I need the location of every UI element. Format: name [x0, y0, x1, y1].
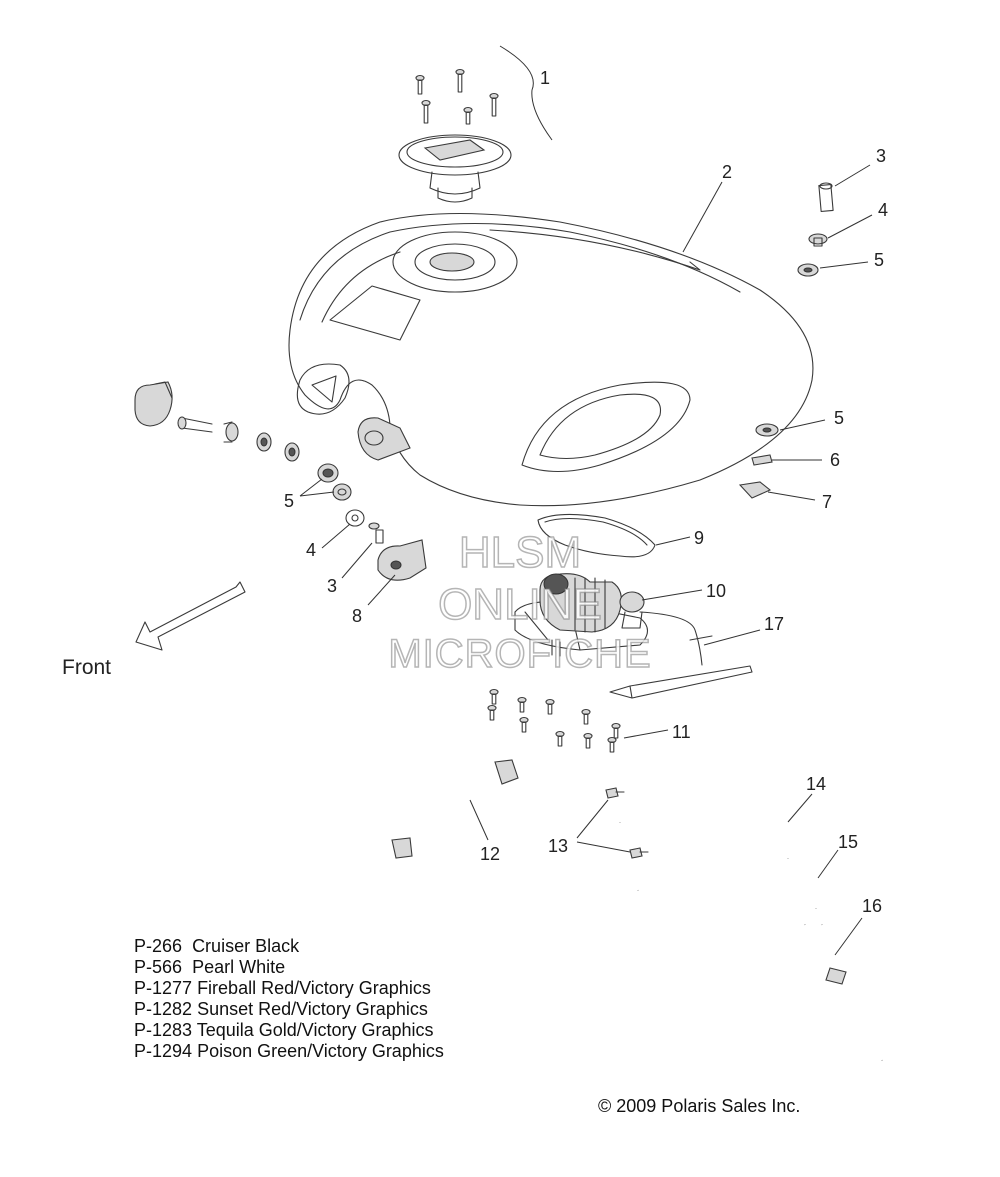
callout-6: 6 [830, 450, 840, 470]
callout-10: 10 [706, 581, 726, 601]
legend-code: P-1283 [134, 1020, 193, 1040]
callout-11: 11 [672, 722, 691, 742]
callout-7: 7 [822, 492, 832, 512]
legend-name: Fireball Red/Victory Graphics [197, 978, 431, 998]
callout-8: 8 [352, 606, 362, 626]
copyright-notice: © 2009 Polaris Sales Inc. [598, 1096, 801, 1116]
callout-4: 4 [306, 540, 316, 560]
watermark-line-2: ONLINE [437, 579, 602, 630]
callout-12: 12 [480, 844, 500, 864]
legend-name: Pearl White [192, 957, 286, 977]
vent-fittings[interactable] [576, 787, 649, 859]
callout-16: 16 [862, 896, 882, 916]
callout-4: 4 [878, 200, 888, 220]
legend-code: P-1277 [134, 978, 193, 998]
cap-screws [415, 68, 499, 125]
callout-14: 14 [806, 774, 826, 794]
legend-name: Tequila Gold/Victory Graphics [196, 1020, 434, 1040]
callout-5: 5 [834, 408, 844, 428]
vent-line-15[interactable] [634, 849, 839, 909]
legend-item: P-1277 Fireball Red/Victory Graphics [134, 978, 444, 999]
legend-code: P-266 [134, 936, 183, 956]
callout-5: 5 [874, 250, 884, 270]
fuel-tank[interactable] [288, 181, 814, 507]
vent-line-16[interactable] [803, 917, 884, 1061]
fuel-supply-hose[interactable] [391, 759, 519, 859]
front-mount-hardware[interactable] [134, 381, 427, 606]
legend-name: Cruiser Black [192, 936, 300, 956]
legend-item: P-1294 Poison Green/Victory Graphics [134, 1041, 444, 1062]
fuel-cap-assembly[interactable] [398, 45, 553, 203]
callout-15: 15 [838, 832, 858, 852]
legend-code: P-1294 [134, 1041, 193, 1061]
watermark-line-3: MICROFICHE [388, 631, 652, 677]
callout-3: 3 [876, 146, 886, 166]
callout-3: 3 [327, 576, 337, 596]
fuel-pump-gasket[interactable] [537, 513, 691, 558]
callout-17: 17 [764, 614, 784, 634]
rear-mount-hardware[interactable] [738, 419, 826, 501]
legend-item: P-1282 Sunset Red/Victory Graphics [134, 999, 444, 1020]
front-direction-arrow [135, 581, 246, 651]
vent-line-14[interactable] [618, 793, 813, 859]
legend-code: P-1282 [134, 999, 193, 1019]
right-mount-hardware[interactable] [797, 164, 873, 277]
callout-5: 5 [284, 491, 294, 511]
paint-color-legend: P-266 Cruiser Black P-566 Pearl White P-… [134, 936, 444, 1062]
callout-1: 1 [540, 68, 550, 88]
pump-screws[interactable] [487, 688, 669, 753]
legend-name: Sunset Red/Victory Graphics [197, 999, 428, 1019]
legend-code: P-566 [134, 957, 183, 977]
legend-item: P-566 Pearl White [134, 957, 444, 978]
callout-13: 13 [548, 836, 568, 856]
callout-9: 9 [694, 528, 704, 548]
legend-item: P-1283 Tequila Gold/Victory Graphics [134, 1020, 444, 1041]
legend-item: P-266 Cruiser Black [134, 936, 444, 957]
front-label: Front [62, 656, 111, 679]
fuel-pump-assembly[interactable] [514, 573, 761, 699]
callout-2: 2 [722, 162, 732, 182]
legend-name: Poison Green/Victory Graphics [197, 1041, 444, 1061]
watermark-line-1: HLSM [458, 527, 582, 578]
callout-labels: 1 2 3 4 5 5 6 7 5 4 3 8 9 10 17 11 12 13… [62, 68, 888, 916]
